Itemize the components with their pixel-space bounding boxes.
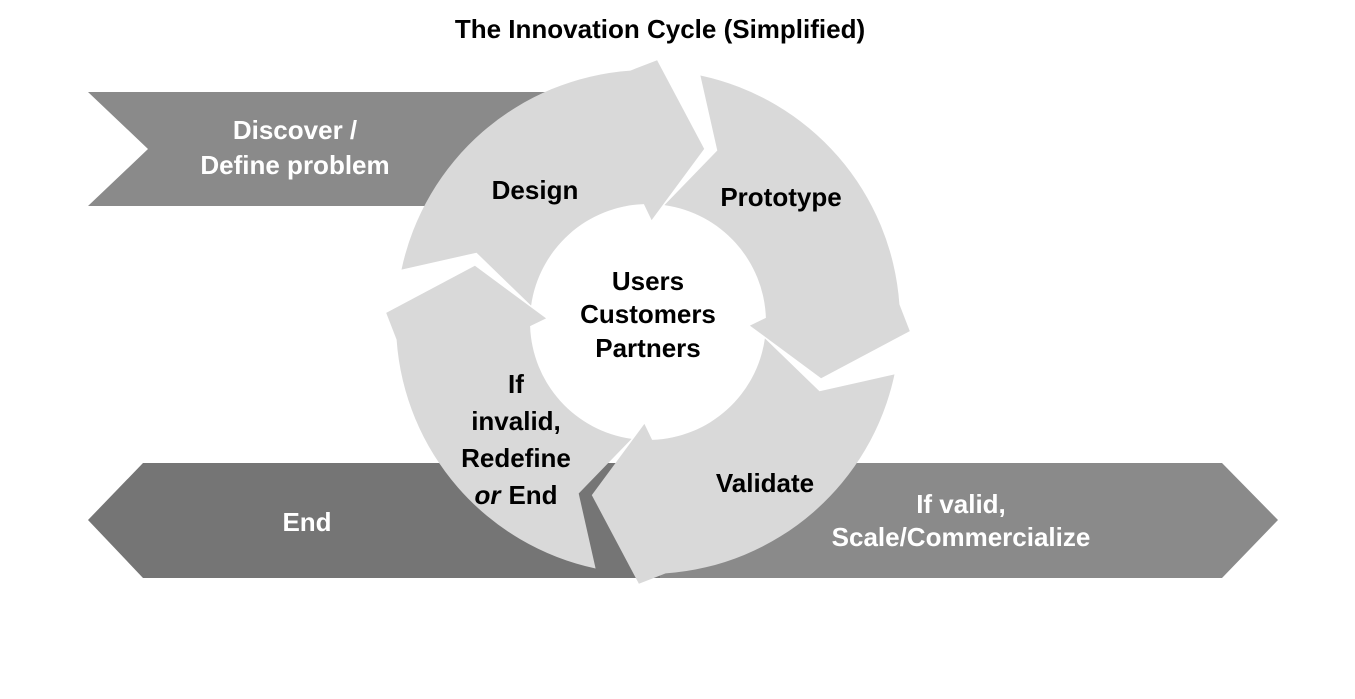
redefine-line1: If	[508, 369, 524, 399]
cycle-label-prototype: Prototype	[720, 182, 841, 212]
redefine-line4-or: or	[474, 480, 502, 510]
cycle-arrow-ring	[386, 60, 910, 584]
cycle-label-validate: Validate	[716, 468, 814, 498]
hub-line3: Partners	[595, 333, 701, 363]
diagram-title: The Innovation Cycle (Simplified)	[455, 14, 865, 44]
redefine-line4-end: End	[508, 480, 557, 510]
cycle-label-design: Design	[492, 175, 579, 205]
cycle-arrow-segment	[664, 75, 910, 379]
discover-banner-line1: Discover /	[233, 115, 357, 145]
hub-line2: Customers	[580, 299, 716, 329]
redefine-line2: invalid,	[471, 406, 561, 436]
if-valid-banner-line1: If valid,	[916, 489, 1006, 519]
end-banner-label: End	[282, 507, 331, 537]
redefine-line3: Redefine	[461, 443, 571, 473]
discover-banner-line2: Define problem	[200, 150, 389, 180]
hub-line1: Users	[612, 266, 684, 296]
if-valid-banner-line2: Scale/Commercialize	[832, 522, 1091, 552]
